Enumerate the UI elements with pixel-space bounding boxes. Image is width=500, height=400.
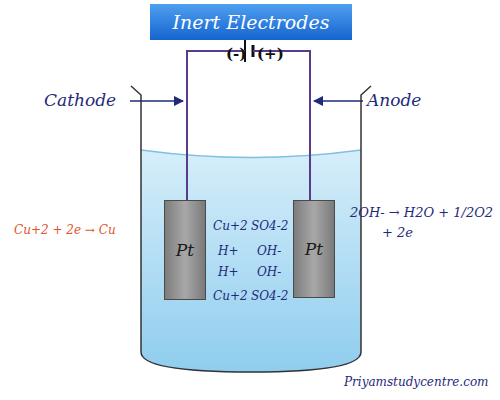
anode-equation: 2OH- → H2O + 1/2O2 [350, 206, 493, 220]
electrode: Pt [293, 200, 335, 298]
ion-label: SO4-2 [251, 220, 288, 233]
electron-count: + 2e [382, 226, 413, 240]
electrode-label: Pt [176, 240, 194, 260]
title-text: Inert Electrodes [173, 11, 330, 33]
title-banner: Inert Electrodes [150, 4, 352, 40]
cathode-equation: Cu+2 + 2e → Cu [14, 224, 116, 237]
polarity-sign: (+) [257, 46, 284, 63]
leader-arrow [130, 100, 183, 102]
watermark: Priyamstudycentre.com [344, 376, 488, 389]
leader-arrow [314, 100, 363, 102]
ion-label: OH- [257, 266, 281, 279]
ion-label: H+ [218, 266, 239, 279]
ion-label: SO4-2 [251, 290, 288, 303]
ion-label: H+ [218, 245, 239, 258]
ion-label: Cu+2 [213, 290, 248, 303]
beaker-wall [131, 86, 371, 372]
circuit-wire [187, 51, 310, 200]
electrolyte [141, 150, 361, 372]
ion-label: OH- [257, 245, 281, 258]
polarity-sign: (-) [226, 46, 246, 63]
electrode-name: Anode [367, 91, 421, 110]
electrode-name: Cathode [44, 91, 116, 110]
electrode: Pt [164, 200, 206, 300]
electrode-label: Pt [305, 239, 323, 259]
ion-label: Cu+2 [213, 220, 248, 233]
